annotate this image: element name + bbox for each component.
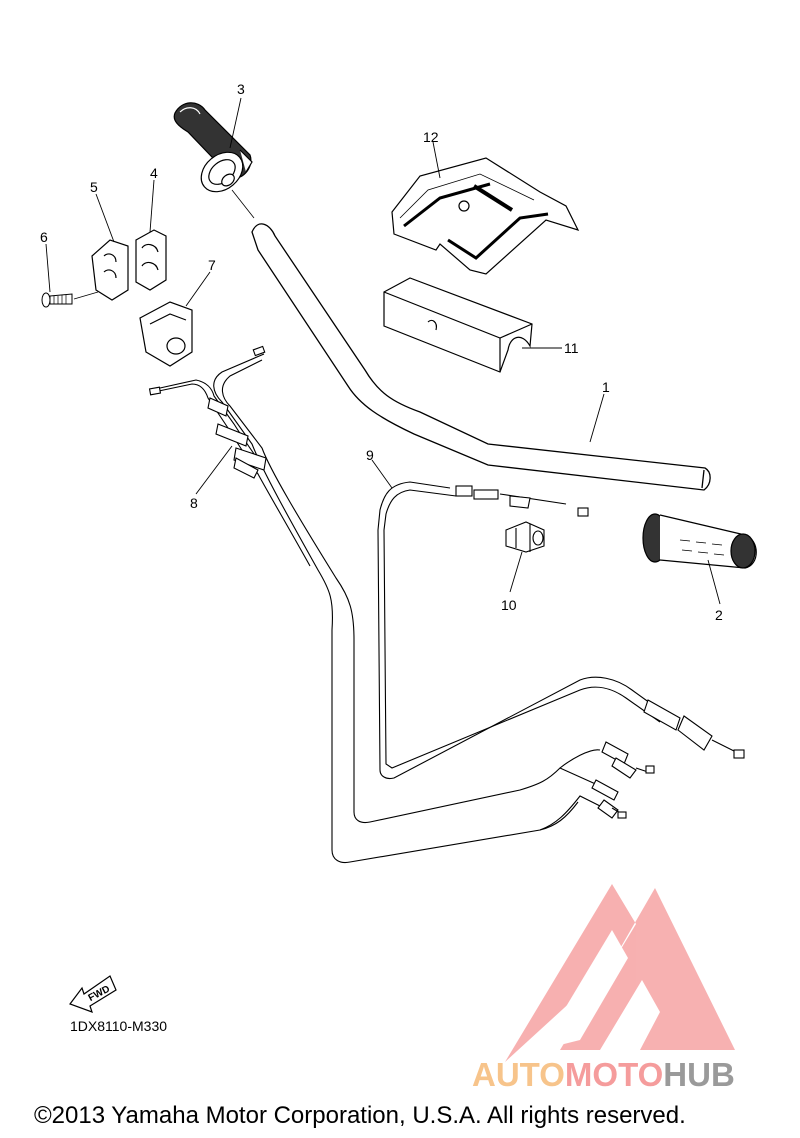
callout-11: 11 — [564, 340, 579, 356]
left-grip — [642, 513, 757, 569]
watermark-text: AUTOMOTOHUB — [472, 1056, 735, 1094]
throttle-housing — [139, 301, 193, 367]
callout-1: 1 — [602, 379, 610, 395]
callout-2: 2 — [715, 607, 723, 623]
cable-adjuster — [505, 521, 545, 553]
callout-8: 8 — [190, 495, 198, 511]
watermark-part2: MOTO — [564, 1056, 664, 1093]
callout-7: 7 — [208, 257, 216, 273]
watermark-part1: AUTO — [472, 1056, 565, 1093]
throttle-grip — [173, 102, 255, 219]
callout-4: 4 — [150, 165, 158, 181]
callout-12: 12 — [423, 129, 439, 145]
bolt — [41, 291, 99, 308]
watermark-logo — [505, 884, 735, 1062]
throttle-cables — [148, 345, 655, 864]
handlebar-pad-cover — [391, 157, 580, 275]
handlebar — [251, 223, 711, 491]
callout-9: 9 — [366, 447, 374, 463]
watermark-part3: HUB — [663, 1056, 735, 1093]
callout-10: 10 — [501, 597, 517, 613]
callout-3: 3 — [237, 81, 245, 97]
copyright-notice: ©2013 Yamaha Motor Corporation, U.S.A. A… — [34, 1102, 686, 1129]
handlebar-holder-upper — [91, 229, 167, 301]
callout-5: 5 — [90, 179, 98, 195]
leader-lines — [45, 97, 721, 605]
diagram-code: 1DX8110-M330 — [70, 1018, 168, 1034]
callout-6: 6 — [40, 229, 48, 245]
clutch-cable — [377, 481, 745, 780]
fwd-arrow: FWD — [69, 975, 117, 1013]
handlebar-pad — [383, 277, 533, 373]
